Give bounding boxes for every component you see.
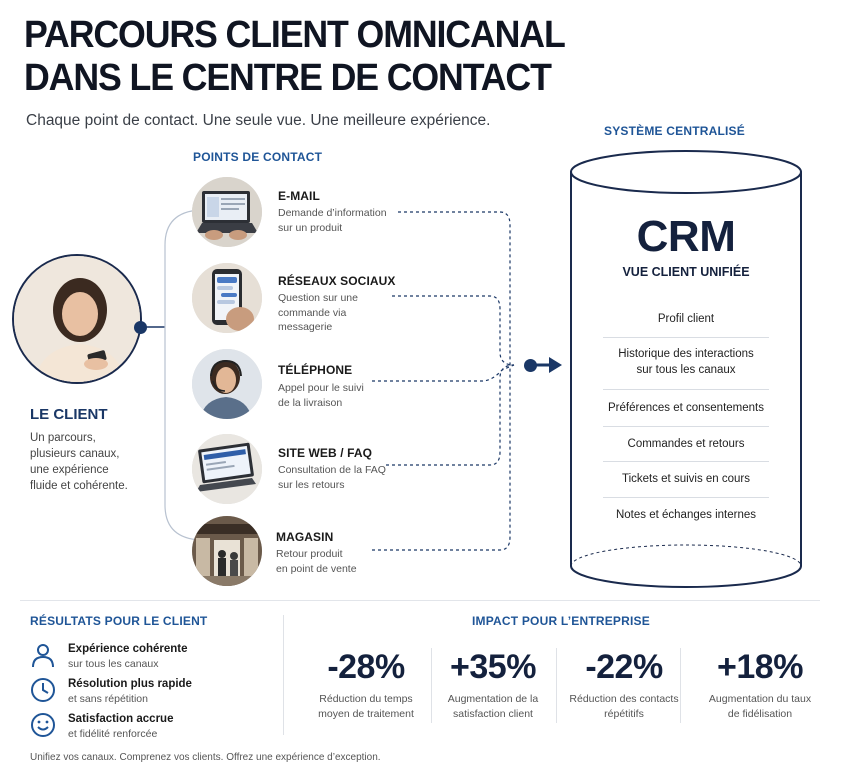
page-subtitle: Chaque point de contact. Une seule vue. … — [26, 112, 491, 129]
crm-panel: CRM VUE CLIENT UNIFIÉE Profil client His… — [569, 150, 803, 590]
kpi-value: +35% — [450, 648, 536, 686]
kpi-value: -22% — [585, 648, 663, 686]
kpi-description: Réduction du temps moyen de traitement — [318, 693, 414, 720]
crm-divider — [603, 461, 769, 462]
crm-section-label: SYSTÈME CENTRALISÉ — [604, 124, 745, 138]
crm-divider — [603, 389, 769, 390]
kpi-divider — [680, 648, 681, 723]
touchpoint-desc-store: Retour produit en point de vente — [276, 548, 357, 575]
result-title: Expérience cohérente — [68, 643, 188, 655]
touchpoint-name-phone: TÉLÉPHONE — [278, 363, 353, 377]
column-divider — [283, 615, 284, 735]
touchpoint-desc-email: Demande d’information sur un produit — [278, 207, 387, 234]
clock-icon — [31, 678, 55, 702]
client-photo — [12, 254, 142, 384]
person-icon — [32, 644, 54, 668]
client-connector-dot — [134, 321, 147, 334]
kpi-value: +18% — [717, 648, 803, 686]
crm-item: Commandes et retours — [627, 438, 745, 450]
email-photo — [192, 177, 262, 247]
kpi-description: Réduction des contacts répétitifs — [569, 693, 679, 720]
result-title: Résolution plus rapide — [68, 678, 192, 690]
client-description: Un parcours, plusieurs canaux, une expér… — [30, 432, 128, 492]
kpi-divider — [431, 648, 432, 723]
smile-icon — [31, 713, 55, 737]
crm-item: Préférences et consentements — [608, 402, 764, 414]
result-desc: sur tous les canaux — [68, 658, 159, 670]
kpi-description: Augmentation de la satisfaction client — [447, 693, 539, 720]
kpi-divider — [556, 648, 557, 723]
hub-dot — [524, 359, 537, 372]
touchpoint-name-email: E-MAIL — [278, 189, 320, 203]
title-line-2: DANS LE CENTRE DE CONTACT — [24, 57, 552, 99]
crm-divider — [603, 497, 769, 498]
store-photo — [192, 516, 262, 586]
crm-subtitle: VUE CLIENT UNIFIÉE — [622, 265, 750, 279]
crm-item: Historique des interactions sur tous les… — [618, 348, 754, 376]
touchpoint-name-social: RÉSEAUX SOCIAUX — [278, 274, 396, 288]
crm-item: Tickets et suivis en cours — [621, 473, 751, 485]
social-photo — [192, 263, 262, 333]
crm-divider — [603, 426, 769, 427]
section-divider — [20, 600, 820, 601]
touchpoint-desc-website: Consultation de la FAQ sur les retours — [278, 464, 386, 491]
crm-item: Notes et échanges internes — [615, 509, 756, 521]
crm-title: CRM — [636, 212, 736, 261]
touchpoint-desc-phone: Appel pour le suivi de la livraison — [278, 382, 364, 409]
touchpoint-name-website: SITE WEB / FAQ — [278, 446, 373, 460]
title-line-1: PARCOURS CLIENT OMNICANAL — [24, 14, 566, 56]
results-label: RÉSULTATS POUR LE CLIENT — [30, 614, 208, 628]
result-title: Satisfaction accrue — [68, 713, 174, 725]
website-photo — [192, 434, 262, 504]
page-title: PARCOURS CLIENT OMNICANAL DANS LE CENTRE… — [24, 14, 588, 100]
result-desc: et fidélité renforcée — [68, 728, 158, 740]
impact-label: IMPACT POUR L’ENTREPRISE — [472, 614, 650, 628]
phone-photo — [192, 349, 262, 419]
crm-divider — [603, 337, 769, 338]
touchpoint-name-store: MAGASIN — [276, 530, 334, 544]
kpi-value: -28% — [327, 648, 405, 686]
kpi-description: Augmentation du taux de fidélisation — [708, 693, 812, 720]
touchpoints-label: POINTS DE CONTACT — [193, 150, 323, 164]
result-desc: et sans répétition — [68, 693, 148, 705]
footer-tagline: Unifiez vos canaux. Comprenez vos client… — [30, 752, 381, 763]
client-title: LE CLIENT — [30, 406, 108, 423]
crm-cylinder — [570, 150, 802, 588]
crm-item: Profil client — [657, 313, 715, 325]
touchpoint-desc-social: Question sur une commande via messagerie — [278, 292, 358, 333]
